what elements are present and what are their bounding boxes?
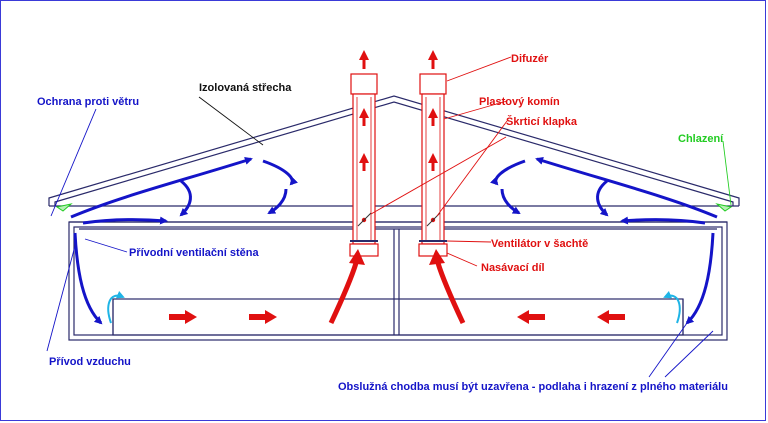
throttle-flap-label: Škrticí klapka xyxy=(506,115,578,128)
wind-protection-mesh xyxy=(55,203,733,212)
inlet-airflow-arrows xyxy=(73,232,715,325)
shaft-fan-label: Ventilátor v šachtě xyxy=(491,238,588,250)
corridor-note-label: Obslužná chodba musí být uzavřena - podl… xyxy=(338,381,728,393)
attic-airflow-arrows xyxy=(70,156,718,225)
roof-label: Izolovaná střecha xyxy=(199,82,292,94)
cooling-label: Chlazení xyxy=(678,133,724,145)
air-inlet-label: Přívod vzduchu xyxy=(49,356,131,368)
exhaust-airflow-arrows xyxy=(359,50,438,171)
insulated-roof xyxy=(48,95,740,207)
inlet-wall-label: Přívodní ventilační stěna xyxy=(129,247,259,259)
label-leader-lines xyxy=(46,56,732,378)
diffuser-label: Difuzér xyxy=(511,53,549,65)
cyan-airflow-arrows xyxy=(107,290,681,324)
wind-protection-label: Ochrana proti větru xyxy=(37,96,139,108)
plastic-chimney-label: Plastový komín xyxy=(479,96,560,108)
intake-part-label: Nasávací díl xyxy=(481,262,545,274)
corridor-airflow-arrows xyxy=(169,310,625,324)
building-structure xyxy=(68,221,728,341)
intake-airflow-arrows xyxy=(328,249,466,325)
